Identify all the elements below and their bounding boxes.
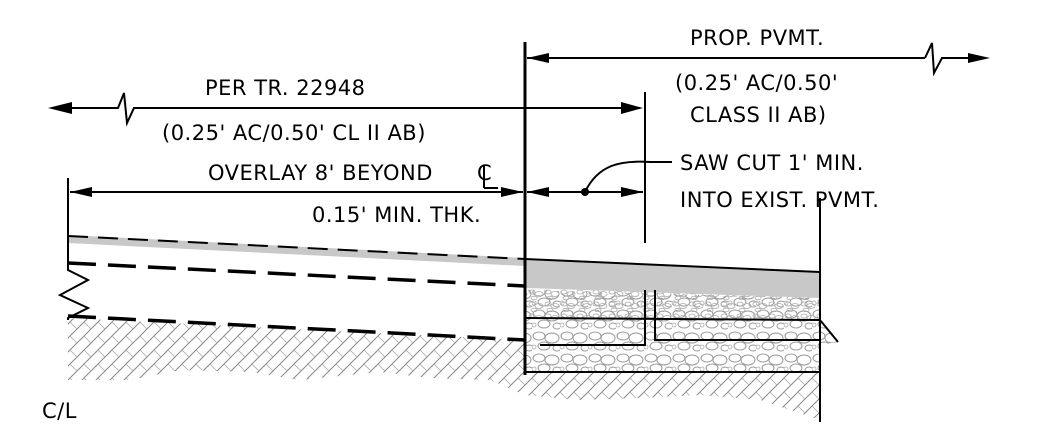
prop-pvmt-section-line2: CLASS II AB) xyxy=(690,103,827,127)
saw-cut-leader-dot xyxy=(581,188,589,196)
asphalt-bottom-line xyxy=(524,317,821,321)
saw-cut-arrow-right xyxy=(621,187,643,197)
proposed-subgrade-hatch xyxy=(525,372,820,420)
prop-pvmt-section-line1: (0.25' AC/0.50' xyxy=(675,71,838,95)
aggregate-base-upper-band xyxy=(525,288,820,320)
overlay-arrow-right xyxy=(501,187,523,197)
saw-cut-join-outline xyxy=(654,290,820,341)
prop-pvmt-arrow-left xyxy=(527,53,549,63)
existing-ab-bottom-dashed xyxy=(67,314,526,342)
per-tr-section-label: (0.25' AC/0.50' CL II AB) xyxy=(162,121,426,145)
prop-pvmt-arrow-right xyxy=(968,53,990,63)
prop-pvmt-break-symbol xyxy=(924,42,975,77)
centerline-symbol: C xyxy=(477,161,498,189)
per-tr-break-symbol xyxy=(60,92,640,127)
per-tr-arrow-right xyxy=(621,102,643,114)
saw-cut-label-line2: INTO EXIST. PVMT. xyxy=(680,188,879,212)
overlay-asphalt-strip xyxy=(68,235,525,266)
per-tr-label: PER TR. 22948 xyxy=(205,76,366,100)
saw-cut-label-line1: SAW CUT 1' MIN. xyxy=(680,151,864,175)
saw-cut-join xyxy=(540,290,646,346)
overlay-arrow-left xyxy=(70,187,92,197)
proposed-surface-line xyxy=(524,258,821,273)
existing-pavement-top-dashed xyxy=(67,235,526,260)
centerline-label: C/L xyxy=(42,399,77,423)
aggregate-base-right-line xyxy=(819,319,839,343)
per-tr-arrow-left xyxy=(48,102,72,114)
existing-subgrade-hatch xyxy=(68,318,525,395)
prop-pvmt-label: PROP. PVMT. xyxy=(690,26,824,50)
overlay-label: OVERLAY 8' BEYOND xyxy=(208,161,433,185)
saw-cut-leader xyxy=(584,160,672,193)
centerline-break-symbol xyxy=(57,262,91,320)
existing-ac-bottom-dashed xyxy=(67,261,526,288)
saw-cut-arrow-left xyxy=(527,187,549,197)
min-thk-label: 0.15' MIN. THK. xyxy=(312,203,481,227)
